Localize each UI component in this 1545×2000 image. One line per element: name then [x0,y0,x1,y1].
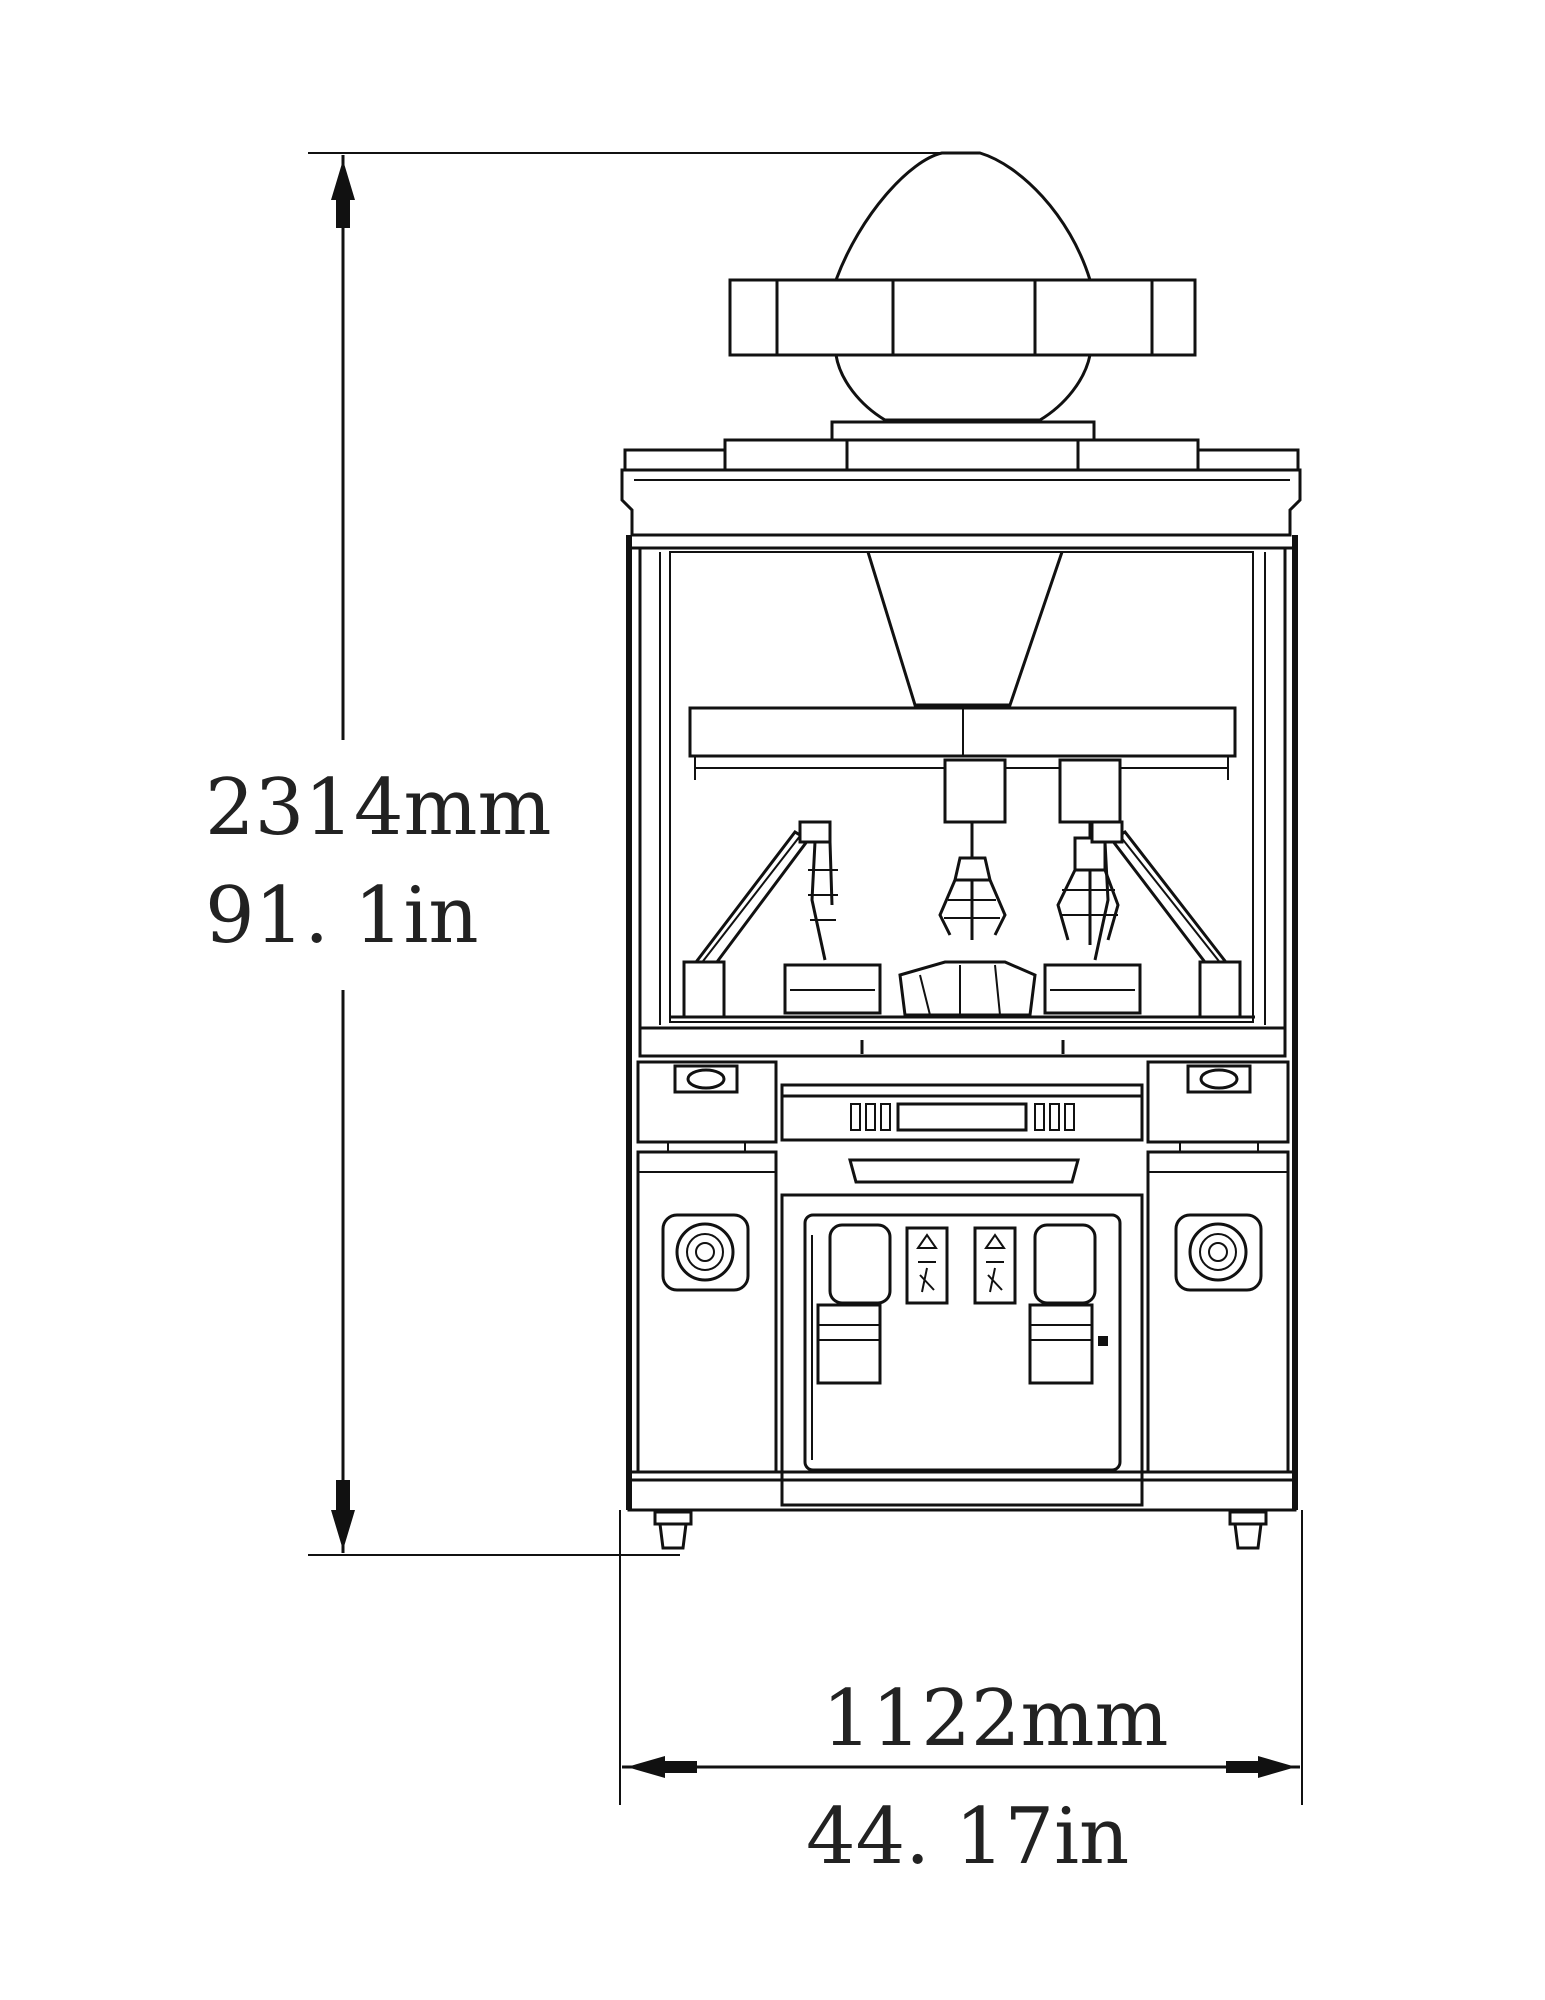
header-right-block [1076,438,1200,472]
center-claw [938,856,1007,940]
left-robot-arm [682,820,882,1019]
glass-cabinet [626,535,1298,1510]
left-claw-carriage [943,758,1007,824]
right-robot-arm [1043,820,1242,1019]
left-bill-validator[interactable] [816,1303,882,1385]
height-in-label: 91. 1in [205,871,479,961]
prize-chute-slot [848,1158,1080,1184]
left-side-panel [636,1150,778,1474]
right-bill-validator[interactable] [1028,1303,1094,1385]
right-coin-acceptor[interactable] [1033,1223,1097,1305]
coin-door-lock[interactable] [1098,1336,1108,1346]
left-joystick-knob[interactable] [686,1068,726,1090]
height-top-arrow [331,160,355,228]
right-indicator-3 [1064,1103,1075,1131]
left-caster [653,1510,693,1550]
header-canopy [620,448,1302,537]
right-indicator-1 [1034,1103,1045,1131]
top-header [620,438,1302,550]
right-side-panel [1146,1150,1290,1474]
right-warning-label [973,1226,1017,1305]
prize-platform [898,960,1037,1017]
width-left-arrow [627,1756,697,1778]
width-mm-label: 1122mm [822,1674,1168,1764]
dome-lower [834,354,1092,422]
left-indicator-3 [880,1103,891,1131]
prize-platform-detail [919,964,1001,1016]
base-plinth [627,1478,1297,1512]
header-center-block [845,438,1080,472]
right-indicator-2 [1049,1103,1060,1131]
width-in-label: 44. 17in [806,1792,1129,1882]
width-right-arrow [1226,1756,1296,1778]
sign-band [728,278,1197,357]
left-indicator-1 [850,1103,861,1131]
height-dimension: 2314mm 91. 1in [205,152,980,1556]
lower-cabinet [627,1060,1297,1550]
center-display-slot [896,1102,1028,1132]
height-mm-label: 2314mm [205,763,551,853]
left-indicator-2 [865,1103,876,1131]
dome-upper [834,151,1092,281]
left-coin-acceptor[interactable] [828,1223,892,1305]
window-sill [638,1026,1287,1058]
right-joystick-knob[interactable] [1199,1068,1239,1090]
left-warning-label [905,1226,949,1305]
right-claw-carriage [1058,758,1122,824]
width-dimension: 1122mm 44. 17in [619,1510,1303,1882]
left-speaker [661,1213,750,1292]
top-dome-sign [728,151,1197,442]
right-speaker [1174,1213,1263,1292]
right-caster [1228,1510,1268,1550]
height-bottom-arrow [331,1480,355,1550]
header-left-block [723,438,849,472]
center-funnel [866,551,1064,707]
glass-window-inner [669,551,1254,1023]
dome-base-collar [830,420,1096,442]
